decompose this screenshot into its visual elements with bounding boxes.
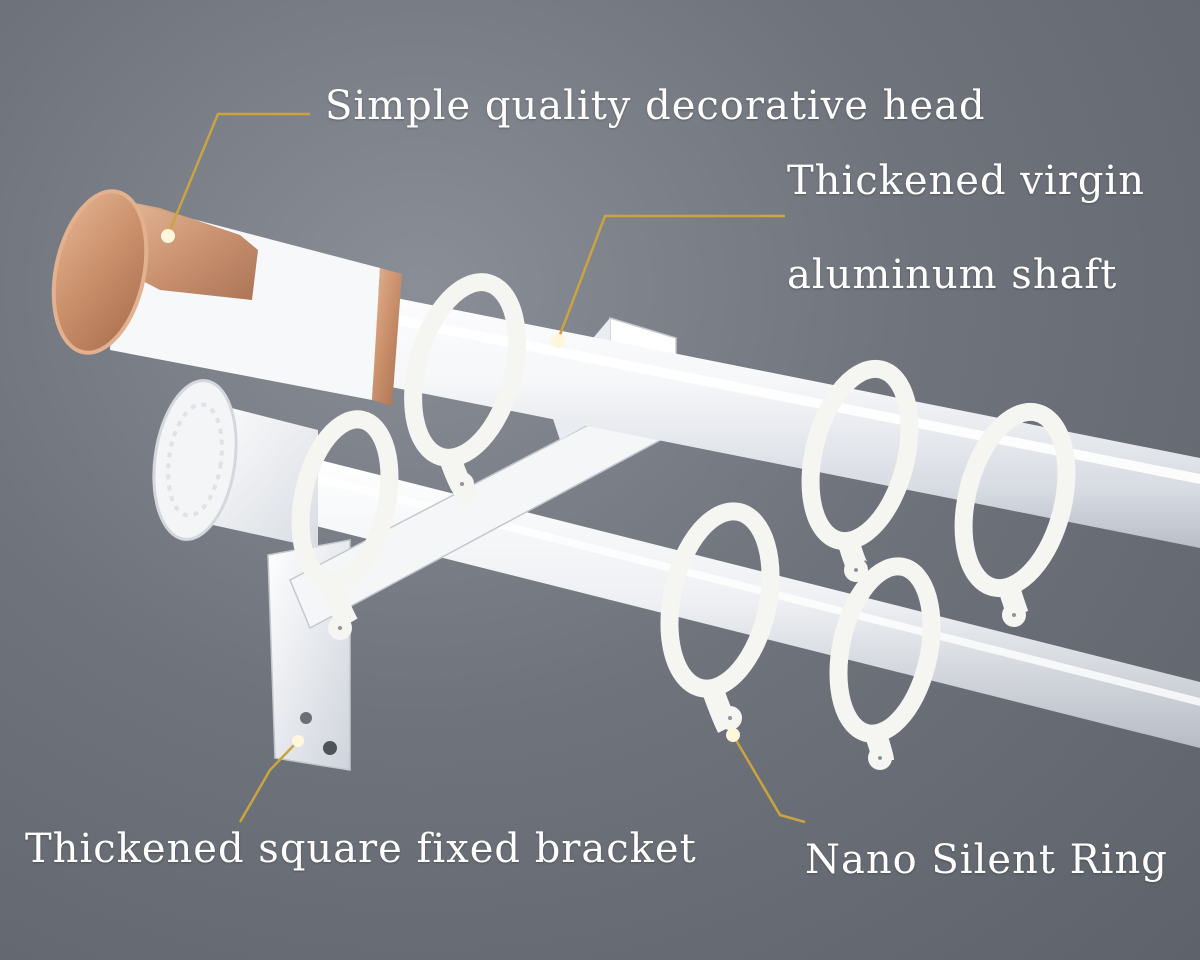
label-ring: Nano Silent Ring	[805, 837, 1168, 883]
rings-group	[291, 273, 1076, 770]
curtain-ring	[801, 359, 919, 582]
callout-dot-shaft	[551, 334, 565, 348]
decorative-end-cap	[51, 189, 402, 406]
callout-line-shaft	[556, 214, 785, 341]
label-decorative-head: Simple quality decorative head	[325, 83, 986, 129]
callout-dot-bracket	[292, 735, 304, 747]
label-shaft-line2: aluminum shaft	[787, 252, 1118, 298]
curtain-ring	[954, 402, 1076, 627]
callout-dot-ring	[726, 728, 740, 742]
callout-line-bracket	[238, 740, 299, 823]
callout-lines	[166, 112, 806, 824]
label-bracket: Thickened square fixed bracket	[25, 826, 697, 872]
curtain-ring	[291, 410, 399, 640]
curtain-ring	[660, 502, 780, 733]
label-shaft-line1: Thickened virgin	[787, 158, 1145, 204]
curtain-ring	[829, 557, 941, 770]
callout-dots	[161, 229, 740, 747]
lower-end-finial	[152, 379, 318, 548]
lower-rod	[300, 455, 1200, 748]
curtain-ring	[404, 273, 526, 506]
callout-line-head	[166, 112, 310, 236]
callout-line-ring	[731, 734, 806, 824]
callout-dot-head	[161, 229, 175, 243]
